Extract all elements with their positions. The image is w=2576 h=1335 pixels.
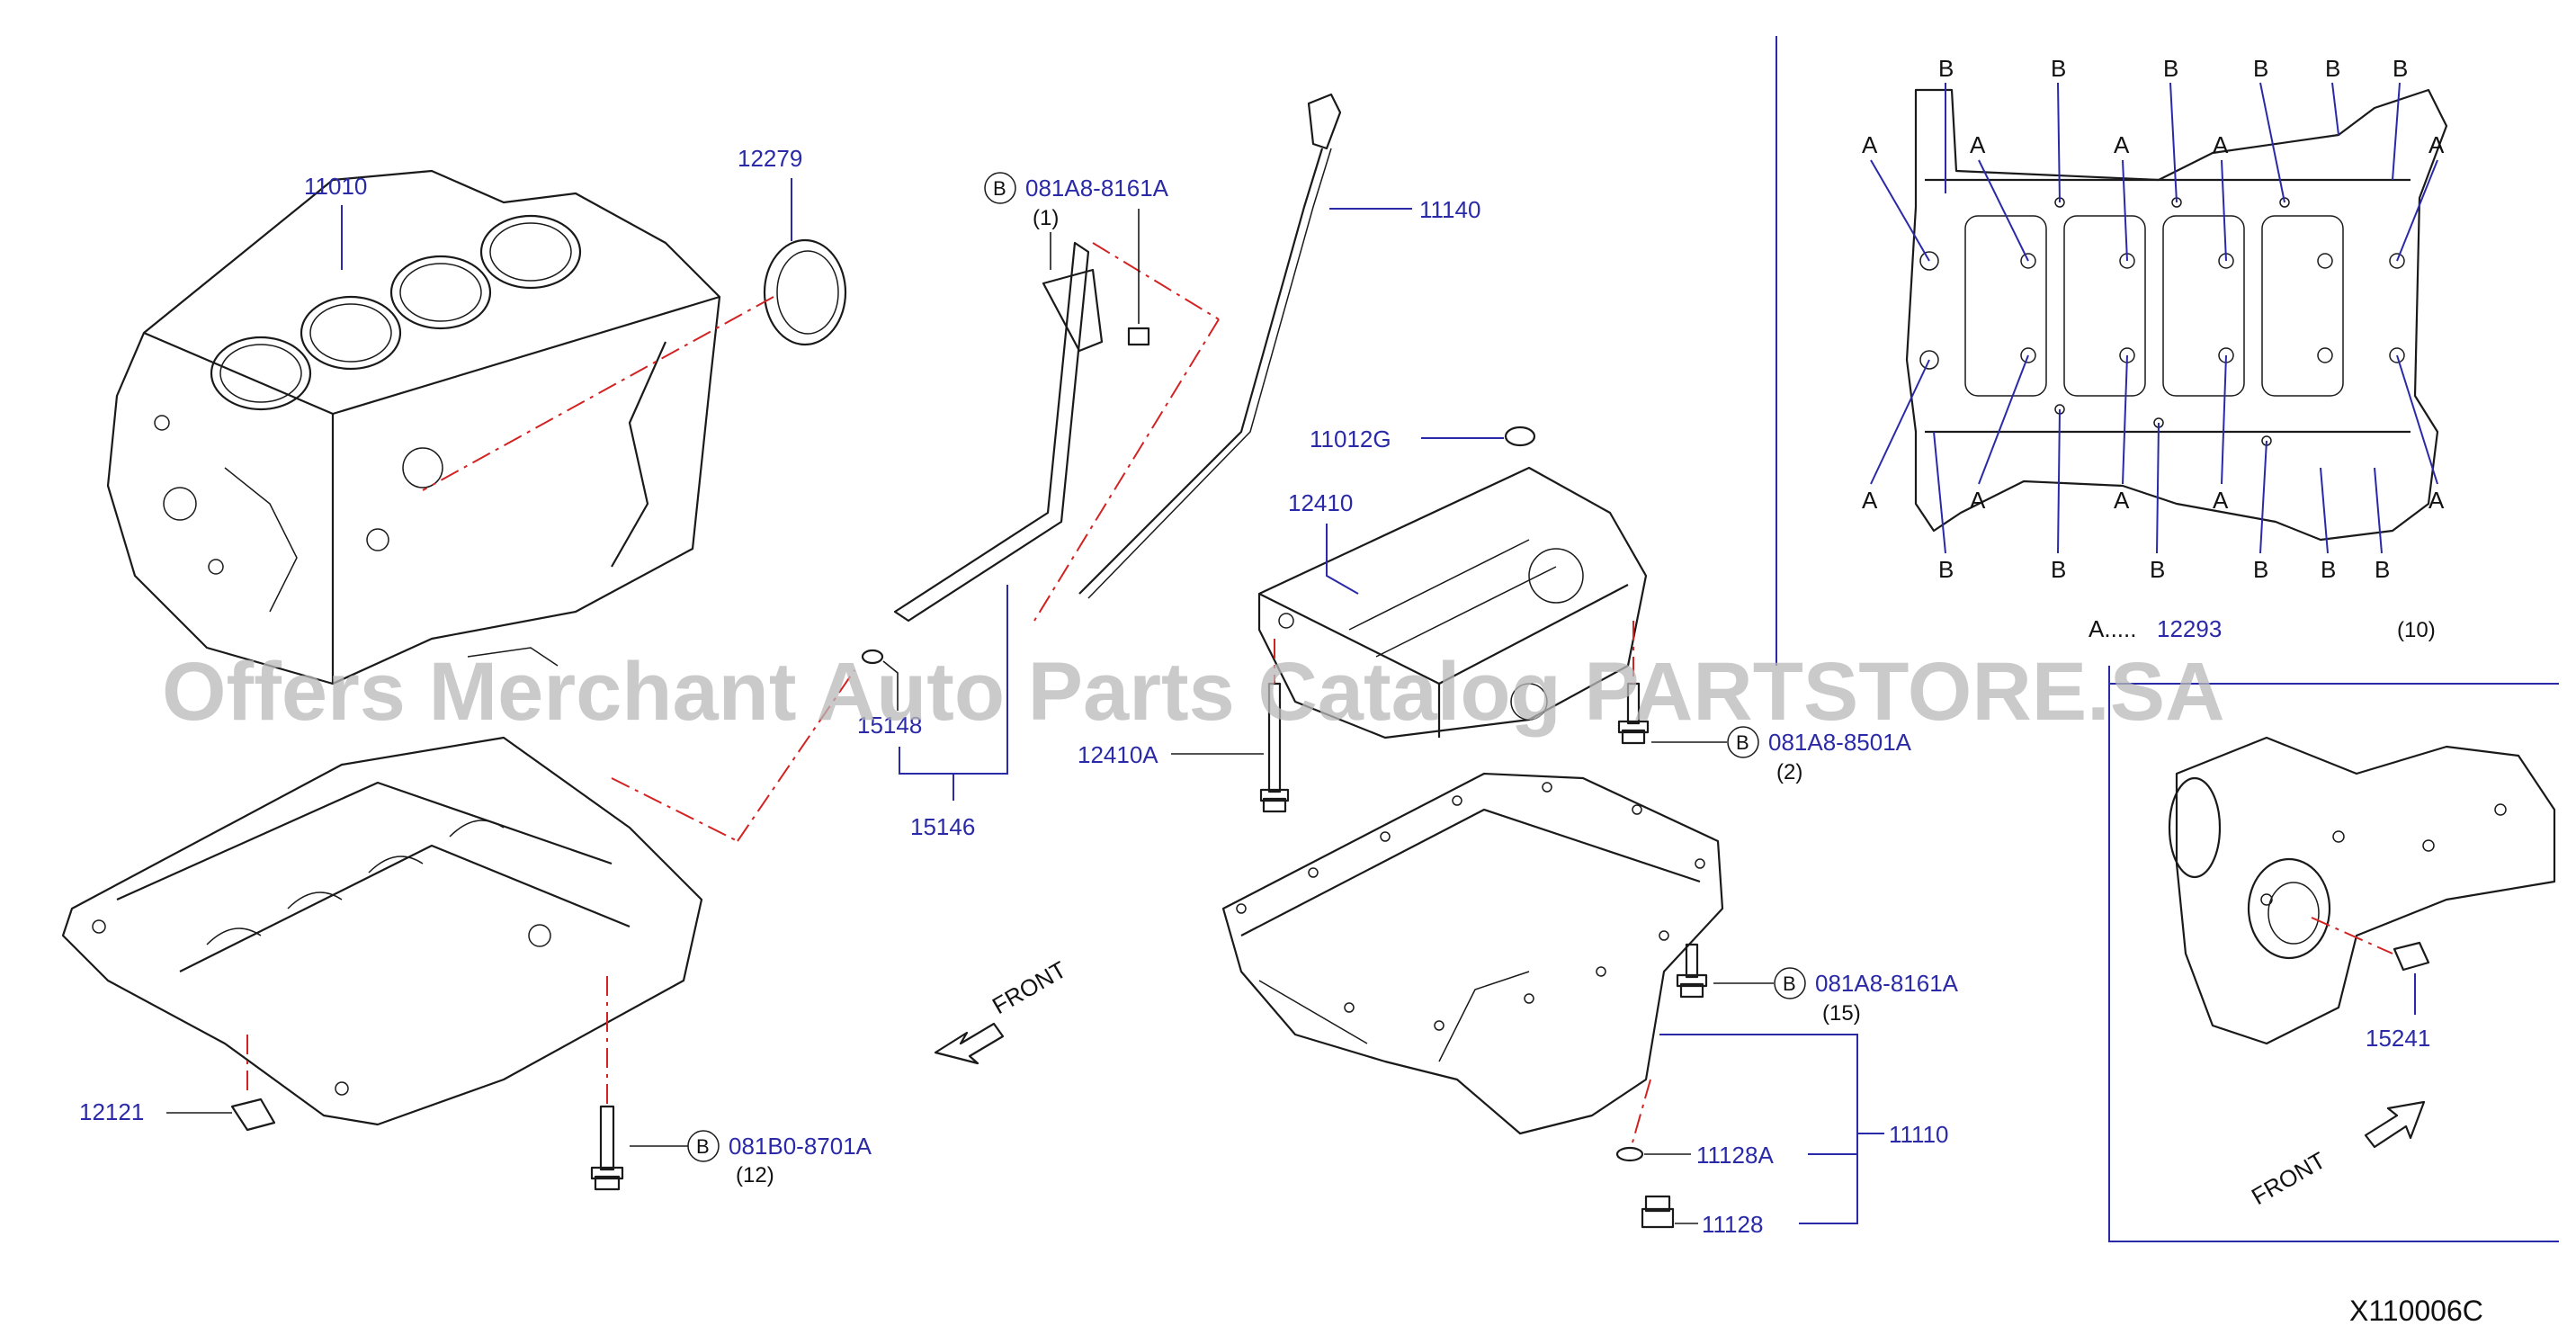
callout-B-10: B: [2253, 556, 2268, 583]
callout-A-7: A: [1970, 487, 1986, 514]
callout-A-1: A: [1862, 131, 1878, 158]
centerline-drain: [1632, 1079, 1651, 1143]
block-underside-drawing: [1905, 88, 2448, 542]
diagram-code: X110006C: [2349, 1295, 2483, 1327]
bolt-B-letter-2: B: [1736, 731, 1749, 754]
callout-B-4: B: [2253, 55, 2268, 82]
lower-crankcase-drawing: [61, 736, 703, 1126]
legend-A-qty: (10): [2397, 618, 2436, 642]
callout-B-5: B: [2325, 55, 2340, 82]
o-ring-11012G-drawing: [1504, 426, 1536, 447]
drain-washer-drawing: [1615, 1146, 1644, 1162]
inset-block-drawing: [2168, 736, 2556, 1045]
legend-A-part: 12293: [2157, 615, 2222, 642]
qty-15: (15): [1822, 1001, 1861, 1026]
drain-plug-drawing: [1641, 1195, 1675, 1229]
label-11140: 11140: [1419, 196, 1480, 223]
bolt-B-marker-1: [984, 172, 1016, 204]
gasket-fragment: [467, 647, 559, 667]
callout-B-11: B: [2321, 556, 2336, 583]
bolt-B-marker-15: [1774, 967, 1806, 999]
bolt-B-letter-15: B: [1783, 972, 1796, 995]
callout-B-1: B: [1938, 55, 1954, 82]
label-12410: 12410: [1288, 489, 1353, 516]
callout-A-10: A: [2428, 487, 2445, 514]
label-081A8-8501A: 081A8-8501A: [1768, 729, 1912, 756]
callout-A-3: A: [2114, 131, 2130, 158]
callout-A-4: A: [2213, 131, 2229, 158]
front-label-right: FRONT: [2247, 1146, 2330, 1210]
callout-A-9: A: [2213, 487, 2229, 514]
cylinder-block-drawing: [106, 169, 721, 685]
oil-jet-drawing: [230, 1098, 276, 1132]
front-arrow-right-icon: [2364, 1100, 2426, 1149]
qty-12: (12): [736, 1163, 774, 1187]
gauge-guide-drawing: [893, 241, 1150, 623]
label-15146: 15146: [910, 813, 975, 840]
label-081B0-8701A: 081B0-8701A: [729, 1133, 872, 1160]
label-11012G: 11012G: [1310, 426, 1391, 452]
balancer-unit-drawing: [1257, 466, 1648, 739]
callout-B-6: B: [2393, 55, 2408, 82]
label-12279: 12279: [738, 145, 802, 172]
oil-seal-drawing: [763, 238, 847, 346]
callout-B-12: B: [2375, 556, 2390, 583]
inset-frame: [2108, 666, 2559, 1242]
callout-B-group: B B B B B B B B B B B B: [1938, 55, 2408, 583]
label-11010: 11010: [304, 173, 367, 200]
bolt-081B0-drawing: [590, 1105, 624, 1191]
bolt-pan-drawing: [1676, 943, 1708, 999]
callout-B-8: B: [2051, 556, 2066, 583]
callout-leaders: [1870, 82, 2438, 554]
label-12410A: 12410A: [1078, 741, 1158, 768]
bolt-B-letter-1: B: [993, 177, 1006, 200]
label-081A8-8161A-pan: 081A8-8161A: [1815, 970, 1959, 997]
label-081A8-8161A-top: 081A8-8161A: [1025, 175, 1169, 202]
watermark-text: Offers Merchant Auto Parts Catalog PARTS…: [162, 646, 2225, 738]
front-label-left: FRONT: [988, 955, 1071, 1019]
label-11128: 11128: [1702, 1211, 1763, 1238]
label-12121: 12121: [79, 1098, 144, 1125]
legend-A-key: A.....: [2089, 615, 2136, 642]
label-11110: 11110: [1889, 1121, 1949, 1148]
callout-A-group: A A A A A A A A A A: [1862, 131, 2445, 514]
leader-12410: [1326, 524, 1359, 595]
callout-A-5: A: [2428, 131, 2445, 158]
qty-2: (2): [1776, 760, 1802, 784]
centerline-guide-a: [1092, 242, 1220, 320]
callout-A-6: A: [1862, 487, 1878, 514]
label-15148: 15148: [857, 712, 922, 739]
leader-15148: [882, 660, 899, 711]
callout-B-3: B: [2163, 55, 2178, 82]
bracket-11110: [1659, 1034, 1858, 1224]
bolt-B-marker-2: [1727, 726, 1759, 758]
front-arrow-left-icon: [934, 1022, 1005, 1065]
o-ring-drawing: [861, 649, 884, 665]
bolt-B-letter-12: B: [696, 1135, 710, 1158]
dipstick-drawing: [1078, 93, 1342, 599]
label-15241: 15241: [2366, 1025, 2430, 1052]
dowel-drawing: [2393, 941, 2430, 972]
centerline-seal: [422, 296, 774, 491]
qty-1: (1): [1033, 206, 1059, 230]
callout-B-2: B: [2051, 55, 2066, 82]
centerline-crankcase-b: [737, 669, 855, 842]
callout-B-7: B: [1938, 556, 1954, 583]
callout-B-9: B: [2150, 556, 2165, 583]
callout-A-8: A: [2114, 487, 2130, 514]
centerline-guide-b: [1033, 318, 1220, 622]
centerline-crankcase-a: [611, 777, 738, 842]
oil-pan-drawing: [1221, 772, 1724, 1135]
centerline-dowel: [2311, 917, 2393, 954]
label-11128A: 11128A: [1696, 1142, 1774, 1169]
callout-A-2: A: [1970, 131, 1986, 158]
